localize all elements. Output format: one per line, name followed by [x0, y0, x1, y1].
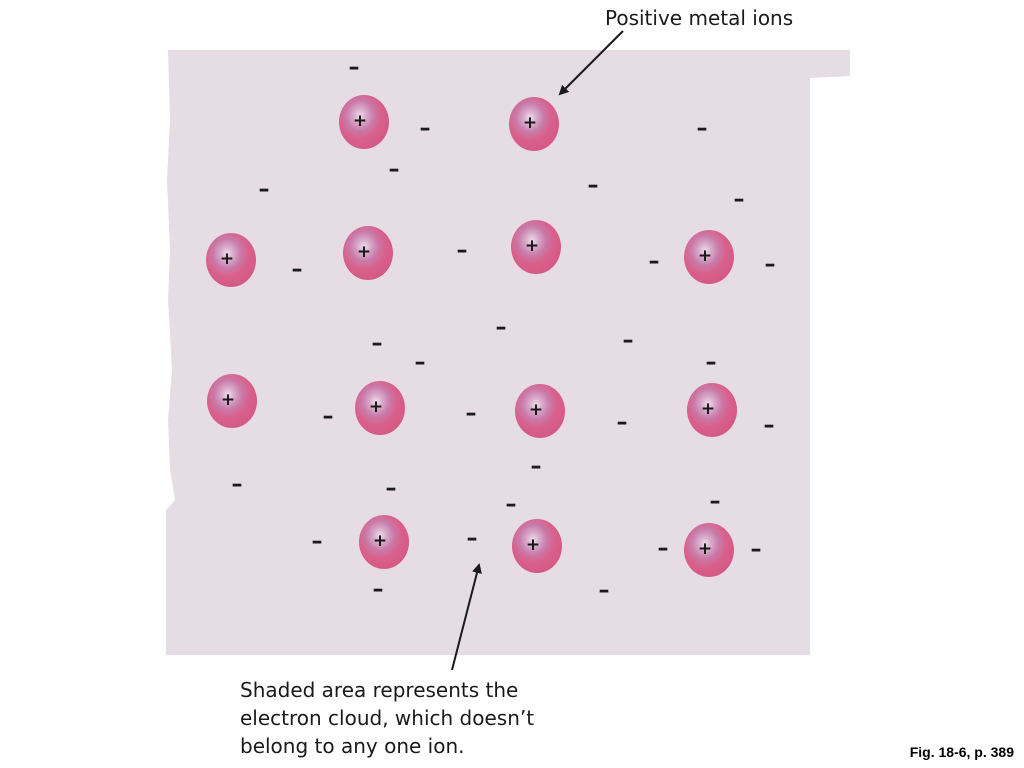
electron-minus-sign: – [466, 401, 477, 426]
figure-caption: Fig. 18-6, p. 389 [909, 744, 1014, 760]
electron-minus-sign: – [467, 526, 478, 551]
electron-minus-sign: – [623, 328, 634, 353]
ion-circle [207, 374, 257, 428]
positive-ion: + [207, 374, 257, 428]
ion-circle [511, 220, 561, 274]
ion-plus-sign: + [698, 539, 712, 559]
electron-minus-sign: – [617, 410, 628, 435]
electron-minus-sign: – [415, 350, 426, 375]
ion-plus-sign: + [525, 236, 539, 256]
ion-circle [512, 519, 562, 573]
electron-minus-sign: – [373, 577, 384, 602]
electron-minus-sign: – [389, 157, 400, 182]
arrow-to-ion [558, 30, 624, 96]
ion-plus-sign: + [220, 249, 234, 269]
electron-minus-sign: – [386, 476, 397, 501]
ion-plus-sign: + [526, 535, 540, 555]
positive-ion: + [206, 233, 256, 287]
ion-circle [684, 523, 734, 577]
electron-minus-sign: – [765, 252, 776, 277]
positive-ion: + [684, 523, 734, 577]
electron-minus-sign: – [658, 536, 669, 561]
ion-plus-sign: + [373, 531, 387, 551]
electron-minus-sign: – [372, 331, 383, 356]
positive-ion: + [355, 381, 405, 435]
electron-minus-sign: – [232, 472, 243, 497]
electron-minus-sign: – [710, 489, 721, 514]
positive-ions-label: Positive metal ions [605, 6, 794, 30]
positive-ion: + [339, 95, 389, 149]
ion-circle [206, 233, 256, 287]
positive-ion: + [509, 97, 559, 151]
electron-minus-sign: – [751, 537, 762, 562]
ion-plus-sign: + [357, 242, 371, 262]
electrons-group: ––––––––––––––––––––––––––––––– [232, 55, 776, 603]
ion-circle [343, 226, 393, 280]
electron-minus-sign: – [420, 116, 431, 141]
electron-minus-sign: – [588, 173, 599, 198]
ion-circle [339, 95, 389, 149]
ion-circle [687, 383, 737, 437]
electron-minus-sign: – [457, 238, 468, 263]
electron-minus-sign: – [349, 55, 360, 80]
electron-minus-sign: – [506, 492, 517, 517]
electron-minus-sign: – [599, 578, 610, 603]
ion-circle [515, 384, 565, 438]
cloud-label-line-2: electron cloud, which doesn’t [240, 706, 535, 730]
ion-circle [509, 97, 559, 151]
cloud-label-line-1: Shaded area represents the [240, 678, 519, 702]
electron-minus-sign: – [706, 350, 717, 375]
electron-minus-sign: – [323, 404, 334, 429]
electron-minus-sign: – [531, 454, 542, 479]
electron-minus-sign: – [734, 187, 745, 212]
arrow-to-cloud [451, 563, 482, 671]
electron-minus-sign: – [312, 529, 323, 554]
ion-plus-sign: + [221, 390, 235, 410]
electron-minus-sign: – [764, 413, 775, 438]
ion-plus-sign: + [529, 400, 543, 420]
electron-minus-sign: – [649, 249, 660, 274]
electron-minus-sign: – [259, 177, 270, 202]
ion-plus-sign: + [523, 113, 537, 133]
ion-circle [359, 515, 409, 569]
electron-minus-sign: – [697, 116, 708, 141]
positive-ion: + [687, 383, 737, 437]
electron-minus-sign: – [292, 257, 303, 282]
positive-ion: + [684, 230, 734, 284]
ion-plus-sign: + [698, 246, 712, 266]
positive-ion: + [359, 515, 409, 569]
ion-circle [684, 230, 734, 284]
electron-cloud [166, 50, 850, 655]
ion-plus-sign: + [353, 111, 367, 131]
electron-cloud-label: Shaded area represents the electron clou… [240, 676, 560, 760]
positive-ion: + [343, 226, 393, 280]
positive-ion: + [512, 519, 562, 573]
ion-plus-sign: + [701, 399, 715, 419]
electron-minus-sign: – [496, 315, 507, 340]
cloud-label-line-3: belong to any one ion. [240, 734, 465, 758]
positive-ion: + [511, 220, 561, 274]
ion-circle [355, 381, 405, 435]
positive-ions-group: + + + + + + + + + + + + + [206, 95, 737, 577]
ion-plus-sign: + [369, 397, 383, 417]
positive-ion: + [515, 384, 565, 438]
